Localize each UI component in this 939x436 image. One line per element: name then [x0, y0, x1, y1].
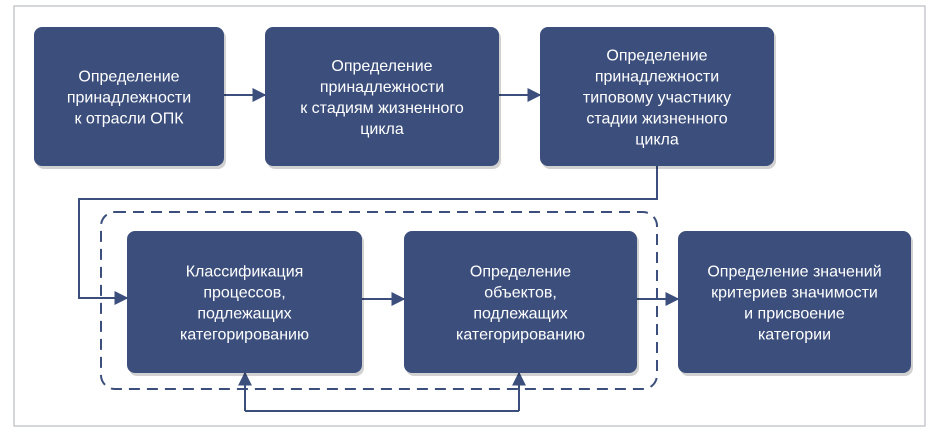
step-box-text-line: Определение значений — [707, 264, 881, 281]
step-box-text-line: Определение — [606, 48, 707, 65]
step-box-background — [34, 27, 224, 166]
step-box-object-definition: Определение объектов, подлежащих категориро… — [404, 231, 639, 376]
arrow-participant-to-classification — [78, 166, 658, 305]
step-box-text-line: принадлежности — [67, 90, 191, 107]
step-box-text-line: принадлежности — [320, 79, 444, 96]
step-box-background — [265, 27, 499, 166]
step-box-lifecycle-stage: Определение принадлежности к стадиям жизне… — [265, 27, 501, 169]
step-box-text-line: критериев значимости — [711, 285, 878, 302]
step-box-text-line: типовому участнику — [583, 90, 731, 107]
step-box-industry: Определение принадлежности к отрасли ОПК — [34, 27, 226, 169]
step-box-text-line: процессов, — [203, 285, 285, 302]
step-box-process-classification: Классификация процессов, подлежащих категор… — [127, 231, 364, 376]
step-box-background — [678, 231, 911, 373]
step-box-background — [127, 231, 362, 373]
step-box-text-line: цикла — [635, 132, 679, 149]
step-box-text-line: категории — [758, 327, 831, 344]
step-box-text-line: категорированию — [456, 327, 585, 344]
step-box-text-line: принадлежности — [595, 69, 719, 86]
outer-frame — [13, 5, 926, 427]
step-box-text-line: Определение — [470, 264, 571, 281]
step-box-text-line: объектов, — [484, 285, 557, 302]
step-box-text-line: подлежащих — [473, 306, 567, 323]
step-box-typical-participant: Определение принадлежности типовому участн… — [540, 27, 776, 169]
step-box-text-line: к стадиям жизненного — [300, 100, 464, 117]
step-box-text-line: стадии жизненного — [586, 111, 727, 128]
step-box-text-line: подлежащих — [197, 306, 291, 323]
step-box-text-line: и присвоение — [744, 306, 845, 323]
step-box-criteria-category: Определение значений критериев значимости… — [678, 231, 913, 376]
step-box-text-line: категорированию — [180, 327, 309, 344]
step-box-text-line: Определение — [78, 69, 179, 86]
step-box-text-line: цикла — [360, 121, 404, 138]
step-box-text-line: к отрасли ОПК — [74, 111, 184, 128]
step-box-text-line: Определение — [331, 58, 432, 75]
step-box-background — [540, 27, 774, 166]
step-box-background — [404, 231, 637, 373]
step-box-text-line: Классификация — [186, 264, 304, 281]
